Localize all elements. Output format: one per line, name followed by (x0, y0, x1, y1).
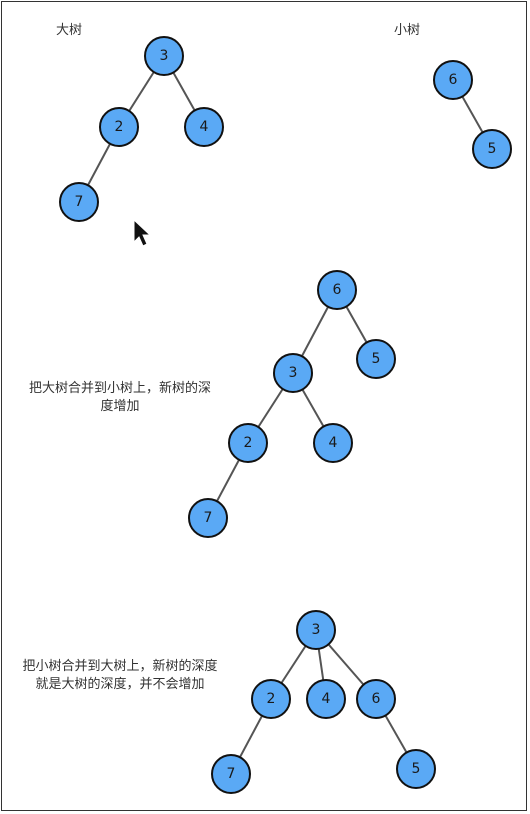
tree-node: 3 (273, 353, 313, 393)
tree-node: 4 (184, 107, 224, 147)
caption-line: 度增加 (100, 399, 140, 414)
svg-text:4: 4 (322, 691, 331, 707)
tree-node: 7 (59, 182, 99, 222)
tree-node: 3 (296, 610, 336, 650)
small-tree: 6 5 (433, 60, 512, 169)
svg-text:2: 2 (244, 435, 253, 451)
small-tree-label: 小树 (394, 23, 421, 38)
tree-node: 7 (188, 498, 228, 538)
svg-text:6: 6 (449, 72, 458, 88)
tree-node: 4 (313, 423, 353, 463)
svg-text:4: 4 (329, 435, 338, 451)
svg-text:5: 5 (488, 141, 497, 157)
svg-text:6: 6 (333, 282, 342, 298)
svg-text:7: 7 (75, 194, 84, 210)
caption-line: 就是大树的深度，并不会增加 (35, 677, 205, 692)
tree-node: 4 (306, 679, 346, 719)
big-tree-label: 大树 (56, 23, 83, 38)
tree-node: 5 (396, 749, 436, 789)
svg-text:2: 2 (115, 119, 124, 135)
svg-text:5: 5 (372, 351, 381, 367)
svg-text:3: 3 (312, 622, 321, 638)
tree-node: 5 (472, 129, 512, 169)
merged-tree-big-into-small: 6 3 5 2 4 7 (188, 270, 396, 538)
svg-text:2: 2 (267, 691, 276, 707)
caption-merge-big-into-small: 把大树合并到小树上，新树的深 度增加 (2, 380, 238, 416)
tree-node: 6 (317, 270, 357, 310)
svg-text:7: 7 (227, 766, 236, 782)
svg-text:7: 7 (204, 510, 213, 526)
merged-tree-small-into-big: 3 2 4 6 7 5 (211, 610, 436, 794)
caption-line: 把小树合并到大树上，新树的深度 (22, 659, 218, 674)
svg-text:6: 6 (372, 691, 381, 707)
svg-text:3: 3 (289, 365, 298, 381)
tree-node: 2 (251, 679, 291, 719)
tree-node: 2 (228, 423, 268, 463)
caption-merge-small-into-big: 把小树合并到大树上，新树的深度 就是大树的深度，并不会增加 (0, 658, 240, 694)
tree-node: 6 (433, 60, 473, 100)
tree-node: 6 (356, 679, 396, 719)
svg-text:5: 5 (412, 761, 421, 777)
tree-node: 3 (144, 36, 184, 76)
svg-text:3: 3 (160, 48, 169, 64)
tree-node: 2 (99, 107, 139, 147)
tree-node: 5 (356, 339, 396, 379)
mouse-pointer-icon (133, 218, 152, 247)
tree-node: 7 (211, 754, 251, 794)
svg-text:4: 4 (200, 119, 209, 135)
big-tree: 3 2 4 7 (59, 36, 224, 222)
caption-line: 把大树合并到小树上，新树的深 (28, 381, 211, 396)
